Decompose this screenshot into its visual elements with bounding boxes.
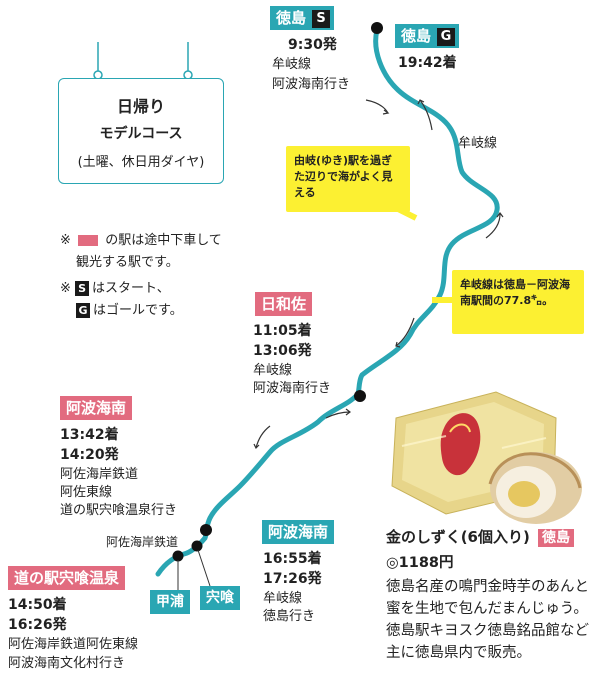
legend-text: はスタート、 <box>92 281 170 296</box>
product-name: 金のしずく(6個入り) <box>386 528 530 546</box>
legend-mark: ※ <box>60 281 71 296</box>
route-line <box>155 27 500 577</box>
distance-note: 牟岐線は徳島－阿波海南駅間の77.8㌔。 <box>452 270 584 334</box>
arrow-icon <box>395 317 415 347</box>
arrow-icon <box>325 411 351 419</box>
product-description: 徳島名産の鳴門金時芋のあんと蜜を生地で包んだまんじゅう。徳島駅キヨスク徳島銘品館… <box>386 579 589 661</box>
arrow-head <box>382 109 390 115</box>
start-time: 9:30発 <box>288 37 337 53</box>
product-shop-tag: 徳島 <box>538 529 574 547</box>
awakainan-return-direction: 徳島行き <box>263 609 316 624</box>
michinoeki-arrive: 14:50着 <box>8 597 67 613</box>
board-title: 日帰り <box>116 97 165 116</box>
hiwasa-arrive: 11:05着 <box>253 323 312 339</box>
legend-text: 観光する駅です。 <box>76 255 179 270</box>
arrow-head <box>496 212 504 218</box>
start-line: 牟岐線 <box>272 57 312 72</box>
start-badge-icon: S <box>75 281 90 296</box>
legend-text: の駅は途中下車して <box>105 233 222 248</box>
leader-line <box>197 549 211 587</box>
board-hangers <box>93 42 193 80</box>
product-photo <box>386 388 586 526</box>
asa-railway-label: 阿佐海岸鉄道 <box>106 535 179 549</box>
model-course-board: 日帰り モデルコース (土曜、休日用ダイヤ) <box>58 78 224 184</box>
pink-swatch <box>78 235 99 246</box>
awakainan-depart: 14:20発 <box>60 447 119 463</box>
start-badge-icon: S <box>312 9 331 28</box>
arrow-head <box>345 408 351 416</box>
board-subtitle: モデルコース <box>99 126 183 142</box>
kannoura-station-tag: 甲浦 <box>150 590 190 614</box>
awakainan-return-tag: 阿波海南 <box>262 520 335 544</box>
hiwasa-depart: 13:06発 <box>253 343 312 359</box>
arrow-head <box>395 341 401 348</box>
michinoeki-station-tag: 道の駅宍喰温泉 <box>8 566 126 590</box>
station-awakainan <box>200 524 212 536</box>
hiwasa-station-tag: 日和佐 <box>255 292 313 316</box>
awakainan-return-depart: 17:26発 <box>263 571 322 587</box>
legend-mark: ※ <box>60 233 71 248</box>
hiwasa-direction: 阿波海南行き <box>253 381 332 396</box>
station-hiwasa <box>354 390 366 402</box>
sea-view-note: 由岐(ゆき)駅を過ぎた辺りで海がよく見える <box>286 146 410 212</box>
awakainan-return-line: 牟岐線 <box>263 591 303 606</box>
shishikui-station-tag: 宍喰 <box>200 586 240 610</box>
goal-badge-icon: G <box>437 27 456 46</box>
goal-badge-icon: G <box>76 303 90 318</box>
michinoeki-line: 阿佐海岸鉄道阿佐東線 <box>8 637 139 652</box>
arrow-icon <box>419 99 433 131</box>
legend-text: はゴールです。 <box>93 303 183 318</box>
michinoeki-depart: 16:26発 <box>8 617 67 633</box>
goal-time: 19:42着 <box>398 55 457 71</box>
product-price: ◎1188円 <box>386 555 454 571</box>
awakainan-line2: 阿佐東線 <box>60 485 113 500</box>
michinoeki-direction: 阿波海南文化村行き <box>8 656 126 671</box>
awakainan-line1: 阿佐海岸鉄道 <box>60 467 139 482</box>
product-title-row: 金のしずく(6個入り) 徳島 <box>386 526 574 550</box>
awakainan-return-arrive: 16:55着 <box>263 551 322 567</box>
start-direction: 阿波海南行き <box>272 77 351 92</box>
arrow-icon <box>365 99 389 114</box>
hiwasa-line: 牟岐線 <box>253 363 293 378</box>
board-note: (土曜、休日用ダイヤ) <box>77 155 205 170</box>
route-label: 牟岐線 <box>458 136 498 151</box>
station-tokushima <box>371 22 383 34</box>
arrow-icon <box>485 213 501 239</box>
arrow-head <box>417 99 425 105</box>
station-asa-mid <box>191 540 203 552</box>
arrow-head <box>253 443 260 450</box>
station-kannoura <box>172 550 184 562</box>
awakainan-direction: 道の駅宍喰温泉行き <box>60 503 178 518</box>
awakainan-station-tag: 阿波海南 <box>60 396 133 420</box>
arrow-icon <box>255 425 271 449</box>
awakainan-arrive: 13:42着 <box>60 427 119 443</box>
